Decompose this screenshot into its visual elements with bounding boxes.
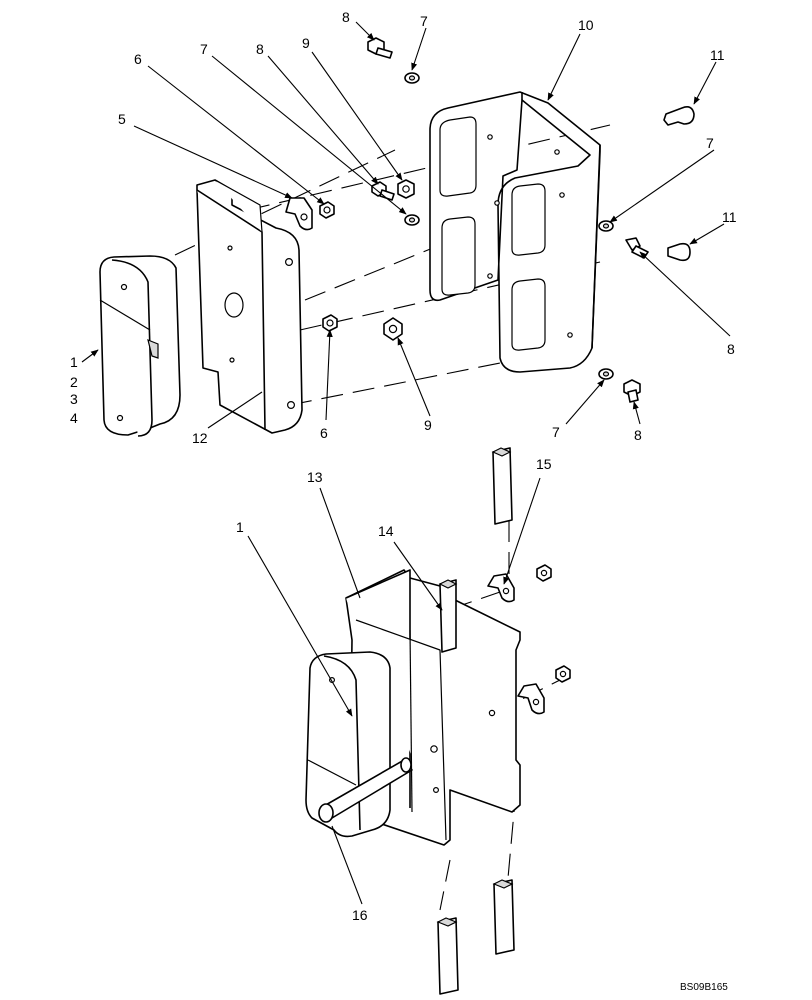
callout-13: 13: [307, 469, 323, 485]
callout-9: 9: [424, 417, 432, 433]
figure-reference: BS09B165: [680, 982, 728, 993]
callout-10: 10: [578, 17, 594, 33]
spacer-lower-right: [492, 879, 515, 955]
spacer-top: [491, 447, 513, 525]
clip-5: [285, 197, 313, 231]
callout-2: 2: [70, 374, 78, 390]
callout-6: 6: [320, 425, 328, 441]
leaders-bottom: [247, 477, 541, 905]
callout-8: 8: [727, 341, 735, 357]
bracket-10: [429, 91, 601, 373]
callout-15: 15: [536, 456, 552, 472]
callout-1: 1: [70, 354, 78, 370]
callout-6: 6: [134, 51, 142, 67]
callout-7: 7: [552, 424, 560, 440]
callout-16: 16: [352, 907, 368, 923]
bracket-12: [196, 179, 303, 434]
callout-5: 5: [118, 111, 126, 127]
callout-8: 8: [634, 427, 642, 443]
callout-7: 7: [706, 135, 714, 151]
callout-7: 7: [420, 13, 428, 29]
spacer-lower-left: [436, 917, 459, 995]
callout-8: 8: [256, 41, 264, 57]
callout-8: 8: [342, 9, 350, 25]
callout-9: 9: [302, 35, 310, 51]
rod-16: [318, 757, 413, 823]
callout-7: 7: [200, 41, 208, 57]
callout-3: 3: [70, 391, 78, 407]
callout-14: 14: [378, 523, 394, 539]
callout-4: 4: [70, 410, 78, 426]
callout-1: 1: [236, 519, 244, 535]
leaders-top: [81, 21, 731, 429]
callout-12: 12: [192, 430, 208, 446]
callout-labels: 8 7 10 11 6 7 8 9 5 7 11 8 1 2 3 4 12 6 …: [70, 9, 737, 923]
spacer-14: [438, 579, 458, 653]
lamp-1: [99, 255, 181, 437]
callout-11: 11: [710, 47, 725, 63]
callout-11: 11: [722, 209, 737, 225]
